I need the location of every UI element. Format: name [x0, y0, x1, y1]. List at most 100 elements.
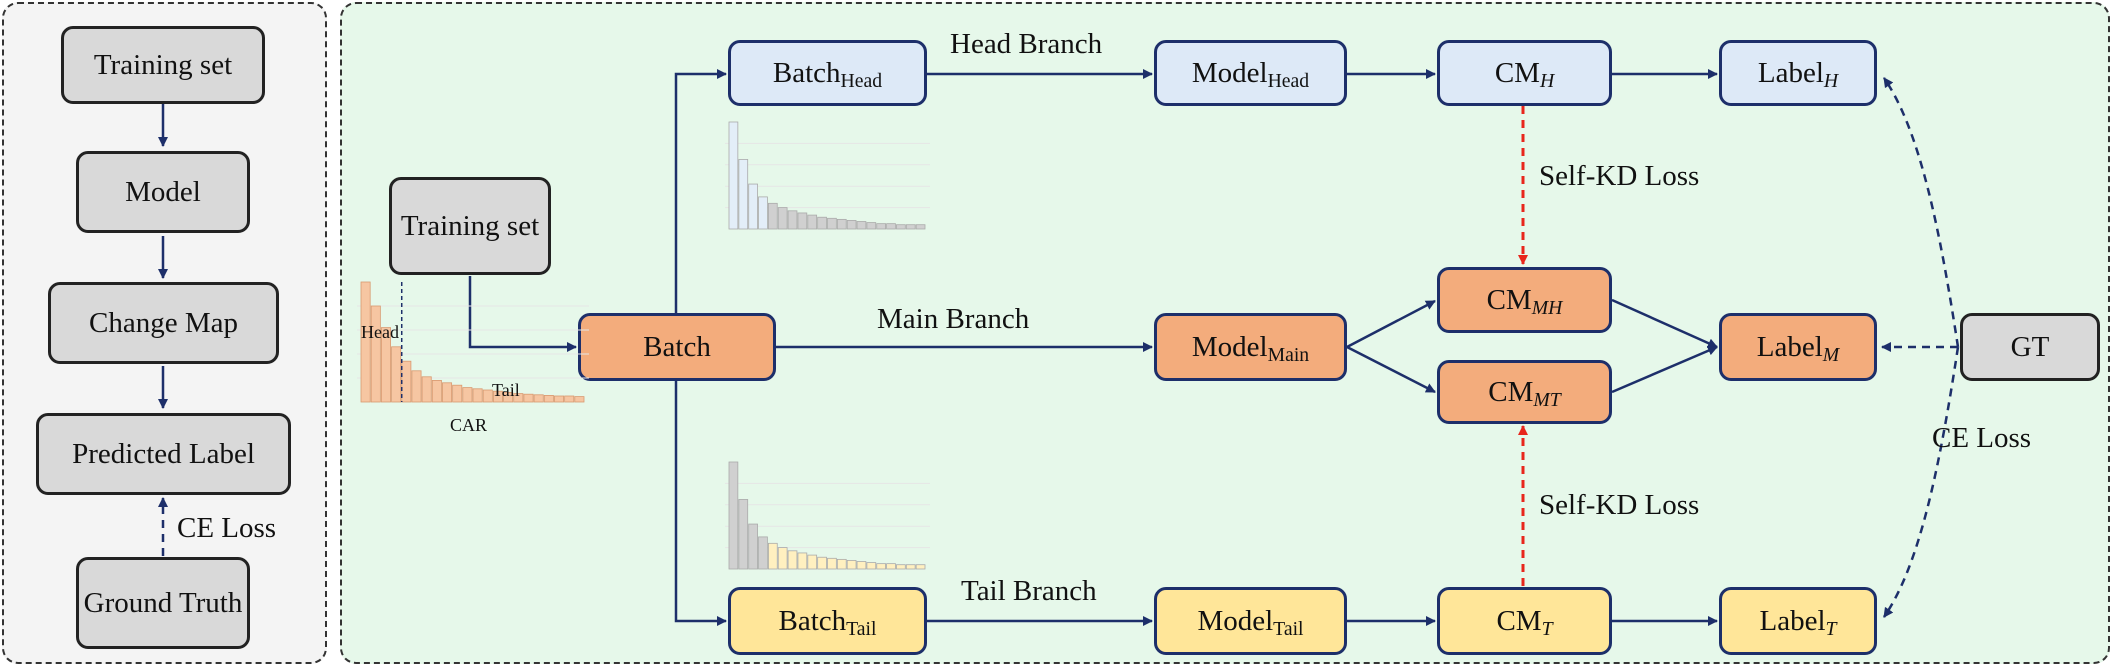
node-label-m: LabelM [1719, 313, 1877, 381]
bar [513, 393, 524, 403]
bar [503, 392, 514, 403]
node-label-h: LabelH [1719, 40, 1877, 106]
bar [728, 461, 739, 570]
bar [768, 202, 778, 230]
arrow-batch-to-batchtail [674, 381, 727, 626]
bar [777, 547, 788, 570]
bar [738, 159, 749, 230]
bar [360, 281, 371, 403]
bar [876, 563, 887, 570]
bar [492, 390, 503, 403]
bar [866, 562, 877, 570]
head-batch-distribution-chart [725, 121, 930, 230]
bar [846, 220, 857, 230]
node-model-main: ModelMain [1154, 313, 1347, 381]
node-cm-mt: CMMT [1437, 360, 1612, 424]
bar [866, 222, 877, 230]
bar [787, 550, 798, 570]
label-self-kd-loss-bottom: Self-KD Loss [1539, 489, 1700, 521]
bar [797, 552, 808, 570]
node-training-set: Training set [61, 26, 265, 104]
bar [401, 360, 412, 403]
bar [431, 380, 442, 403]
bar [896, 564, 906, 570]
bar [738, 499, 749, 570]
arrow-cmmh-to-labelm [1611, 298, 1718, 349]
bar [411, 370, 422, 403]
bar [462, 387, 473, 403]
bar [554, 395, 565, 403]
bar [777, 207, 788, 230]
node-cm-h: CMH [1437, 40, 1612, 106]
label-head-branch: Head Branch [950, 28, 1103, 60]
bar [472, 388, 483, 403]
bar [452, 384, 463, 403]
bar [817, 216, 827, 230]
bar [421, 376, 432, 403]
node-training-set-right: Training set [389, 177, 551, 275]
bar [807, 554, 818, 570]
bar [827, 217, 837, 230]
arrow-cmmt-to-labelm [1611, 345, 1718, 394]
node-cm-t: CMT [1437, 587, 1612, 655]
bar [533, 394, 544, 403]
car-distribution-chart [357, 281, 589, 403]
node-ground-truth: Ground Truth [76, 557, 250, 649]
tail-batch-distribution-chart [725, 461, 930, 570]
bar [758, 196, 768, 230]
bar [836, 218, 847, 230]
bar [543, 395, 554, 403]
bar [768, 542, 778, 570]
arrow-modelmain-to-cmmt [1346, 345, 1436, 394]
node-gt: GT [1960, 313, 2100, 381]
arrow-gt-to-labelh [1882, 77, 1960, 348]
node-predicted-label: Predicted Label [36, 413, 291, 495]
bar [886, 223, 896, 230]
bar [896, 224, 906, 230]
bar [748, 523, 758, 570]
bar [846, 560, 857, 570]
label-ce-loss-right: CE Loss [1932, 422, 2032, 454]
label-main-branch: Main Branch [877, 303, 1030, 335]
node-label-t: LabelT [1719, 587, 1877, 655]
bar [748, 183, 758, 230]
bar [391, 346, 402, 403]
bar [807, 214, 818, 230]
bar [905, 564, 916, 570]
bar [905, 224, 916, 230]
node-batch-head: BatchHead [728, 40, 927, 106]
label-ce-loss-left: CE Loss [177, 512, 277, 544]
bar [523, 393, 534, 403]
arrow-batch-to-batchhead [674, 69, 727, 313]
bar [856, 221, 867, 230]
label-tail-branch: Tail Branch [961, 575, 1097, 607]
car-head-label: Head [361, 322, 399, 342]
bar [564, 395, 575, 403]
bar [380, 327, 391, 403]
bar [574, 396, 585, 403]
node-batch: Batch [578, 313, 776, 381]
node-cm-mh: CMMH [1437, 267, 1612, 333]
bar [482, 389, 493, 403]
bar [876, 223, 887, 230]
arrow-modelmain-to-cmmh [1346, 299, 1436, 349]
car-tail-label: Tail [492, 380, 520, 400]
arrow-gt-to-labelt [1882, 346, 1960, 618]
node-model-head: ModelHead [1154, 40, 1347, 106]
bar [915, 564, 926, 570]
node-model-tail: ModelTail [1154, 587, 1347, 655]
bar [836, 558, 847, 570]
node-model: Model [76, 151, 250, 233]
bar [915, 224, 926, 230]
bar [797, 212, 808, 230]
bar [827, 557, 837, 570]
arrow-trainset-to-batch [468, 276, 577, 352]
bar [787, 210, 798, 230]
bar [856, 561, 867, 570]
bar [728, 121, 739, 230]
bar [817, 556, 827, 570]
label-self-kd-loss-top: Self-KD Loss [1539, 160, 1700, 192]
node-batch-tail: BatchTail [728, 587, 927, 655]
bar [370, 305, 381, 403]
